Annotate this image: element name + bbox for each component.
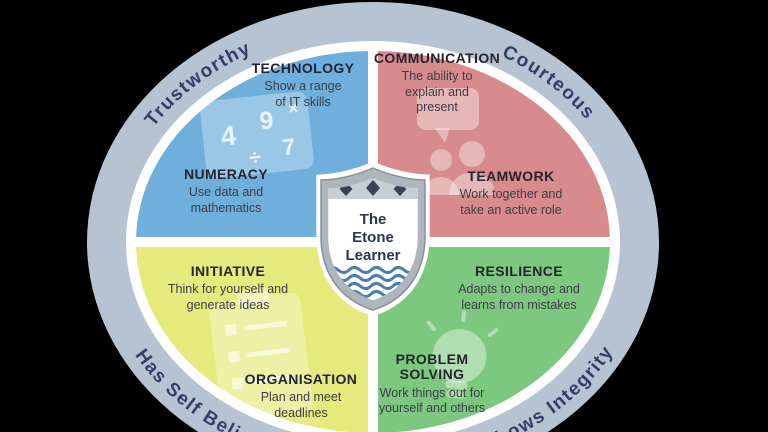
quadrant-desc-line: generate ideas [186,297,270,312]
quadrant-desc-line: yourself and others [378,401,486,416]
quadrant-title: COMMUNICATION [373,50,501,66]
quadrant-desc-line: Work together and [459,187,563,201]
label-block-resilience: RESILIENCE Adapts to change and learns f… [429,263,609,313]
quadrant-desc-line: explain and [405,84,469,99]
badge-line-learner: Learner [345,247,400,264]
quadrant-title: SOLVING [399,366,465,383]
quadrant-desc-line: Think for yourself and [167,282,289,296]
quadrant-title: TEAMWORK [467,168,555,184]
quadrant-desc-line: deadlines [274,405,328,420]
quadrant-title: PROBLEM [395,351,469,367]
quadrant-desc-line: Use data and [188,185,264,199]
quadrant-desc-line: of IT skills [275,94,331,109]
quadrant-desc-line: mathematics [190,200,262,215]
quadrant-title: RESILIENCE [474,263,563,279]
lightbulb-icon [426,310,499,399]
quadrant-desc-line: The ability to [401,69,473,83]
quadrant-title: NUMERACY [183,166,269,182]
label-block-communication: COMMUNICATION The ability to explain and… [352,50,522,116]
quadrant-title: TECHNOLOGY [251,60,355,76]
person-head-icon [430,149,452,171]
calc-glyph: 9 [258,106,275,135]
etone-shield-badge: The Etone Learner [316,161,430,317]
label-block-organisation: ORGANISATION Plan and meet deadlines [213,371,389,421]
speech-bubble-people-icon [417,88,495,195]
quadrant-desc-line: present [416,100,458,114]
quadrant-title: ORGANISATION [244,371,358,387]
quadrant-desc-line: learns from mistakes [461,297,577,312]
label-block-initiative: INITIATIVE Think for yourself and genera… [138,263,318,313]
quadrant-desc-line: take an active role [460,202,562,217]
label-block-technology: TECHNOLOGY Show a range of IT skills [218,60,388,110]
label-block-numeracy: NUMERACY Use data and mathematics [141,166,311,216]
quadrant-desc-line: Work things out for [379,385,485,400]
quadrant-desc-line: Show a range [264,79,342,93]
speech-bubble-icon [417,88,479,130]
person-body-icon [423,177,459,195]
calculator-icon: 4 9 7 ÷ × [200,91,314,179]
calc-glyph: ÷ [248,146,262,170]
label-block-problem-solving: PROBLEM SOLVING Work things out for your… [347,351,517,417]
calc-glyph: × [287,99,299,119]
checklist-clipboard-icon [209,288,313,422]
person-head-icon [459,141,485,167]
person-body-icon [449,172,495,195]
speech-bubble-tail [435,128,450,143]
badge-line-the: The [360,211,387,228]
quadrant-desc-line: Plan and meet [260,390,342,404]
quadrant-desc-line: Adapts to change and [458,282,580,296]
label-block-teamwork: TEAMWORK Work together and take an activ… [426,168,596,218]
calc-glyph: 7 [281,133,296,160]
calc-glyph: 4 [219,120,237,151]
badge-line-etone: Etone [352,229,394,246]
quadrant-title: INITIATIVE [190,263,266,279]
